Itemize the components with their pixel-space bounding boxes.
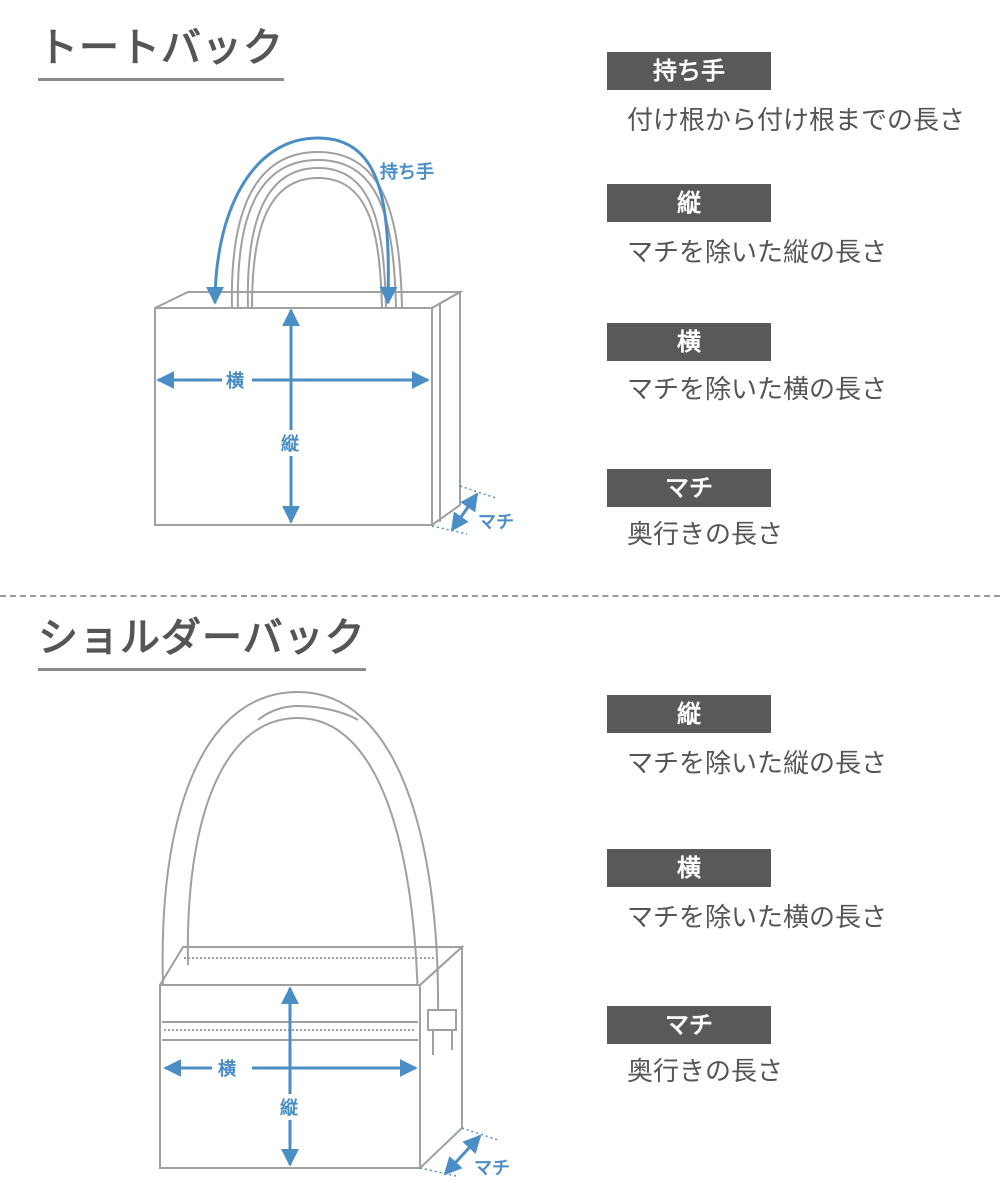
shoulder-height-label: 縦 [280,1097,299,1119]
tote-spec-label-handle: 持ち手 [607,52,771,90]
tote-spec-desc-height: マチを除いた縦の長さ [627,238,888,268]
tote-handle-label: 持ち手 [380,161,434,183]
shoulder-spec-desc-height: マチを除いた縦の長さ [627,749,888,779]
shoulder-spec-label-height: 縦 [607,695,771,733]
shoulder-spec-desc-width: マチを除いた横の長さ [627,903,888,933]
tote-bag-diagram: 持ち手 縦 横 マチ [154,136,514,535]
shoulder-spec-desc-gusset: 奥行きの長さ [627,1057,784,1087]
tote-spec-label-width: 横 [607,323,771,361]
section-divider [0,595,1000,597]
tote-width-label: 横 [226,370,245,392]
tote-height-label: 縦 [281,433,300,455]
tote-spec-label-height: 縦 [607,184,771,222]
tote-section-title: トートバック [38,22,284,81]
tote-spec-desc-handle: 付け根から付け根までの長さ [627,106,966,136]
shoulder-gusset-label: マチ [474,1158,510,1179]
tote-gusset-label: マチ [478,512,514,533]
shoulder-section-title: ショルダーバック [38,612,366,671]
shoulder-spec-label-width: 横 [607,849,771,887]
tote-spec-desc-width: マチを除いた横の長さ [627,375,888,405]
shoulder-width-label: 横 [218,1058,237,1080]
tote-spec-desc-gusset: 奥行きの長さ [627,520,784,550]
shoulder-spec-label-gusset: マチ [607,1006,771,1044]
tote-spec-label-gusset: マチ [607,469,771,507]
